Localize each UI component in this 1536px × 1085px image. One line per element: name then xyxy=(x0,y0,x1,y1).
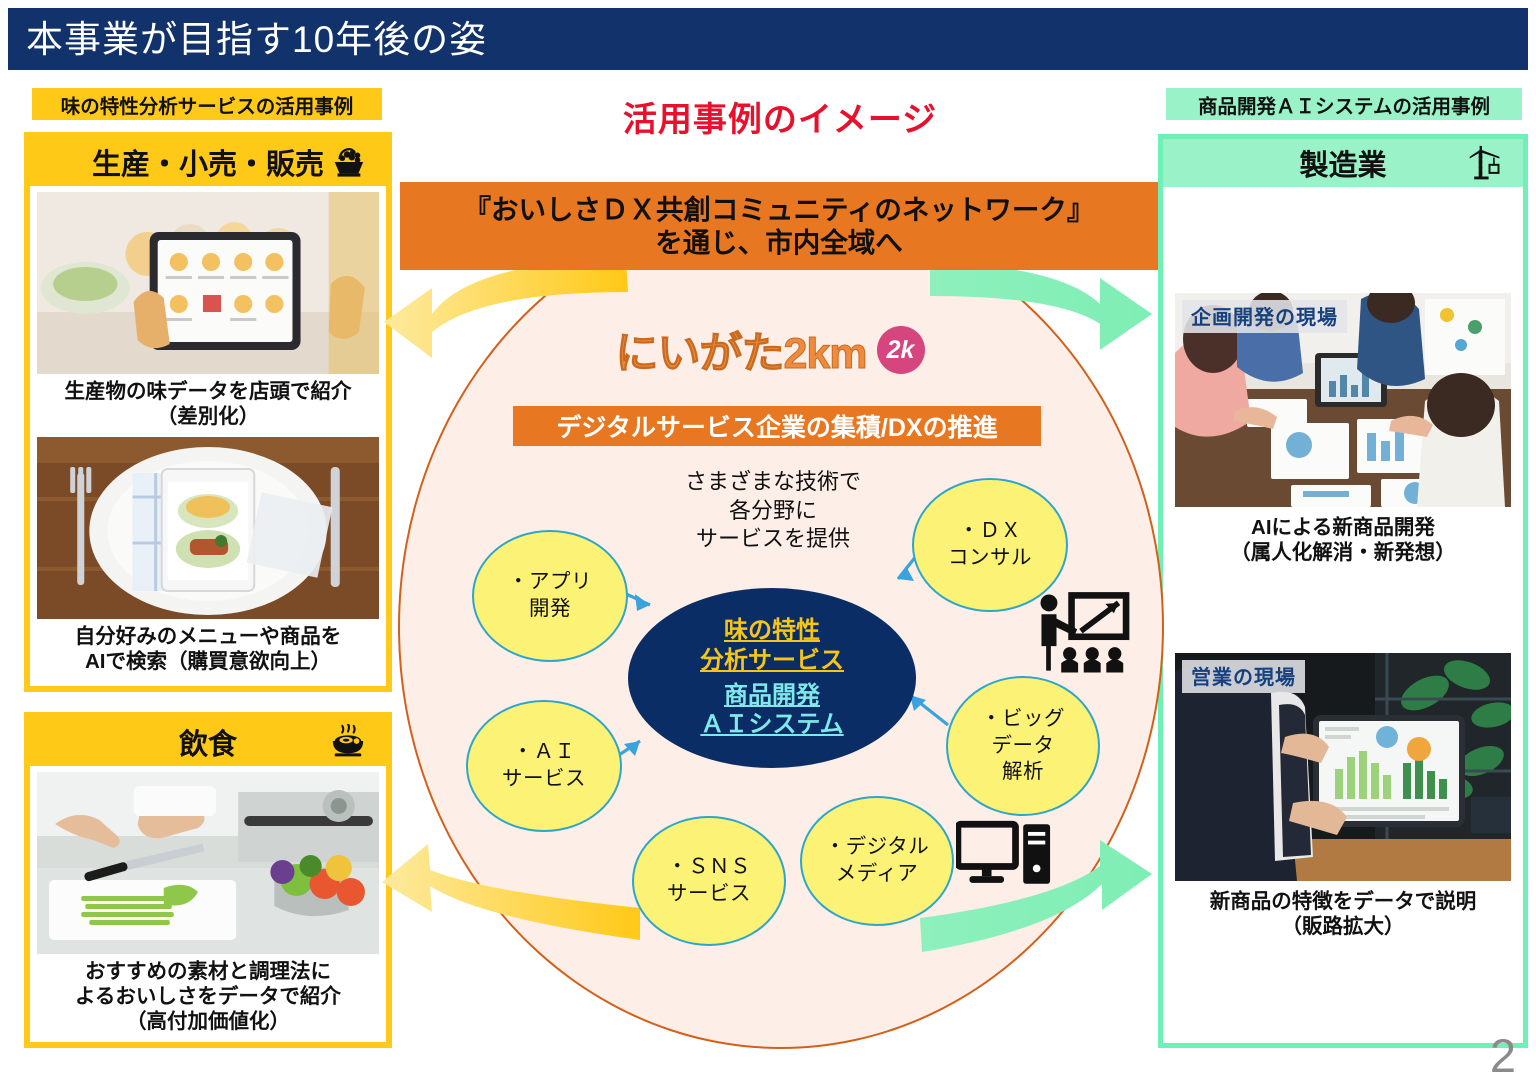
slide-title-bar: 本事業が目指す10年後の姿 xyxy=(8,8,1528,70)
panel-header-label: 飲食 xyxy=(178,729,237,761)
core-service-oval: 味の特性 分析サービス 商品開発 ＡＩシステム xyxy=(628,588,916,768)
network-banner: 『おいしさＤＸ共創コミュニティのネットワーク』 を通じ、市内全域へ xyxy=(400,182,1158,270)
center-lead-text: さまざまな技術で 各分野に サービスを提供 xyxy=(684,469,861,552)
right-section-tag: 商品開発ＡＩシステムの活用事例 xyxy=(1166,88,1522,120)
left-section-tag: 味の特性分析サービスの活用事例 xyxy=(32,88,382,120)
caption-production-item-2: 自分好みのメニューや商品を AIで検索（購買意欲向上） xyxy=(74,625,342,673)
crane-icon xyxy=(1465,144,1505,182)
page-title: 本事業が目指す10年後の姿 xyxy=(26,18,488,60)
panel-header-label: 生産・小売・販売 xyxy=(91,149,324,181)
panel-header-label: 製造業 xyxy=(1299,150,1387,182)
page-number: 2 xyxy=(1489,1029,1516,1082)
network-banner-line1: 『おいしさＤＸ共創コミュニティのネットワーク』 xyxy=(463,194,1095,225)
caption-food-service-item-1: おすすめの素材と調理法に よるおいしさをデータで紹介 （高付加価値化） xyxy=(75,960,341,1033)
panel-food-service: 飲食 xyxy=(24,712,392,1048)
caption-manufacturing-item-2: 新商品の特徴をデータで説明 （販路拡大） xyxy=(1209,890,1477,938)
bubble-app-development[interactable]: ・アプリ 開発 xyxy=(472,530,628,662)
desktop-computer-icon xyxy=(954,820,1052,895)
niigata-2km-badge-icon: 2k xyxy=(876,326,925,374)
panel-header-food-service: 飲食 xyxy=(30,718,386,766)
niigata-2km-wordmark: にいがた2km xyxy=(615,330,868,379)
caption-production-item-1: 生産物の味データを店頭で紹介 （差別化） xyxy=(64,380,352,428)
fruit-basket-icon xyxy=(328,143,368,181)
niigata-2km-brand: にいがた2km 2k xyxy=(560,320,980,380)
caption-manufacturing-item-1: AIによる新商品開発 （属人化解消・新発想） xyxy=(1230,516,1456,564)
panel-header-manufacturing: 製造業 xyxy=(1163,139,1523,187)
panel-header-production: 生産・小売・販売 xyxy=(30,138,386,186)
photo-tablet-grocery-app xyxy=(37,192,379,374)
core-service-line1: 味の特性 分析サービス xyxy=(700,617,844,674)
bubble-sns-service[interactable]: ・ＳＮＳ サービス xyxy=(632,816,786,946)
center-heading: 活用事例のイメージ xyxy=(622,101,938,139)
photo-badge-planning-site: 企画開発の現場 xyxy=(1182,300,1347,333)
core-service-line2: 商品開発 ＡＩシステム xyxy=(700,682,844,739)
panel-manufacturing: 製造業 xyxy=(1158,134,1528,1048)
presentation-training-icon xyxy=(1028,586,1132,685)
bubble-digital-media[interactable]: ・デジタル メディア xyxy=(800,796,954,926)
photo-planning-development-meeting: 企画開発の現場 xyxy=(1175,293,1511,507)
bubble-big-data[interactable]: ・ビッグ データ 解析 xyxy=(946,676,1100,816)
bubble-dx-consulting[interactable]: ・ＤＸ コンサル xyxy=(912,478,1068,612)
bubble-ai-service[interactable]: ・ＡＩ サービス xyxy=(466,700,622,832)
ramen-bowl-icon xyxy=(328,723,368,761)
panel-production-retail-sales: 生産・小売・販売 xyxy=(24,132,392,692)
photo-chef-cutting-vegetables xyxy=(37,772,379,954)
digital-service-strip: デジタルサービス企業の集積/DXの推進 xyxy=(513,406,1041,446)
photo-sales-tablet-presentation: 営業の現場 xyxy=(1175,653,1511,881)
photo-badge-sales-site: 営業の現場 xyxy=(1182,660,1305,693)
photo-plated-dish-tablet xyxy=(37,437,379,619)
network-banner-line2: を通じ、市内全域へ xyxy=(655,227,903,258)
